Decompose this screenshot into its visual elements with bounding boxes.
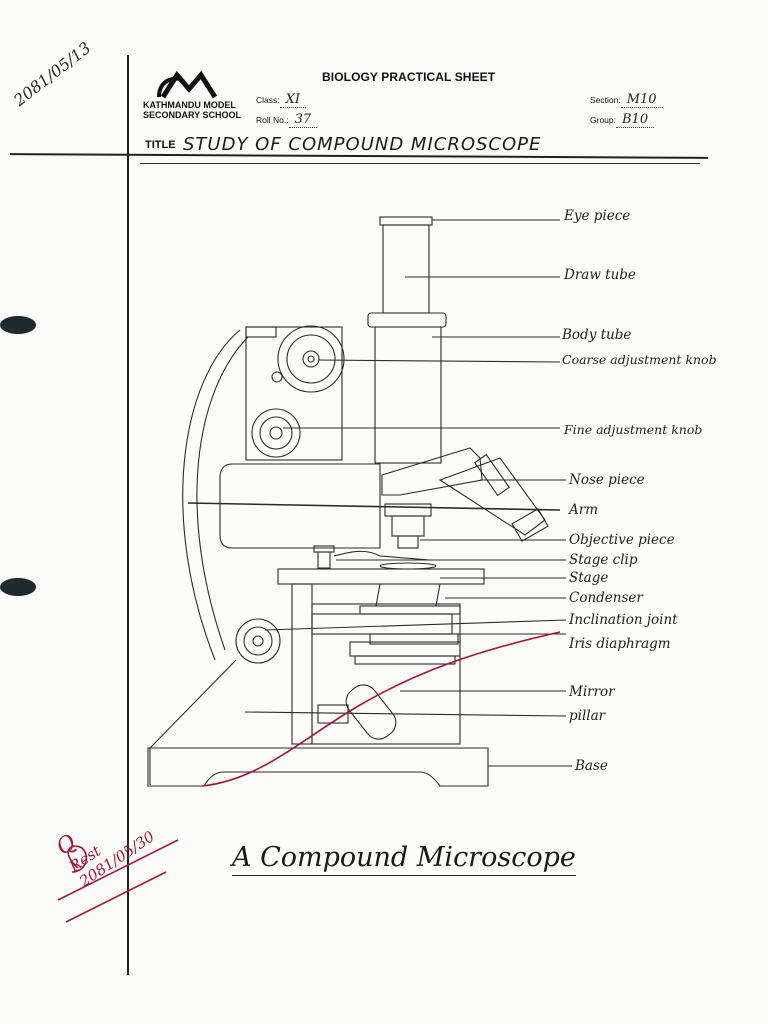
fine-knob-shape (251, 408, 301, 458)
roll-value: 37 (288, 112, 318, 128)
coarse-knob-shape (277, 325, 345, 393)
sheet-title: BIOLOGY PRACTICAL SHEET (322, 70, 496, 84)
label-nose-piece: Nose piece (569, 472, 645, 488)
label-objective-piece: Objective piece (569, 532, 675, 548)
class-field: Class:XI (256, 92, 307, 108)
title-label: TITLE (145, 139, 176, 151)
label-draw-tube: Draw tube (564, 267, 636, 283)
label-mirror: Mirror (569, 684, 615, 700)
label-stage: Stage (569, 570, 609, 586)
inclination-joint-shape (235, 618, 281, 664)
signature-scribble (57, 839, 179, 923)
arm-back-curve (182, 329, 241, 661)
label-body-tube: Body tube (562, 327, 632, 343)
base-shape (147, 747, 489, 787)
margin-line (127, 55, 129, 975)
label-arm: Arm (569, 502, 599, 518)
body-tube-shape (374, 326, 442, 464)
label-condenser: Condenser (569, 590, 643, 606)
school-logo-icon (157, 71, 218, 99)
class-value: XI (279, 92, 307, 108)
title-underline (140, 163, 700, 164)
label-coarse-knob: Coarse adjustment knob (562, 352, 717, 367)
eye-piece-shape (379, 216, 433, 226)
binder-hole-top (0, 316, 36, 334)
diagram-caption: A Compound Microscope (232, 842, 576, 876)
title-value: STUDY OF COMPOUND MICROSCOPE (183, 134, 542, 155)
red-ink-stroke (201, 631, 561, 787)
stage-shape (277, 568, 485, 585)
arm-block (219, 463, 381, 549)
school-name: KATHMANDU MODEL SECONDARY SCHOOL (143, 100, 242, 120)
section-field: Section:M10 (590, 92, 663, 108)
label-base: Base (575, 758, 608, 774)
draw-tube-shape (382, 224, 430, 314)
label-iris-diaphragm: Iris diaphragm (569, 636, 671, 652)
section-value: M10 (620, 92, 663, 108)
binder-hole-bottom (0, 578, 36, 596)
group-field: Group:B10 (590, 112, 655, 128)
mirror-shape (345, 684, 397, 740)
label-eye-piece: Eye piece (564, 208, 631, 224)
nose-piece-shape (381, 447, 483, 496)
label-stage-clip: Stage clip (569, 552, 638, 568)
label-inclination-joint: Inclination joint (569, 612, 678, 628)
condenser-shape (375, 583, 441, 607)
roll-field: Roll No.:37 (256, 112, 318, 128)
group-value: B10 (616, 112, 655, 128)
label-fine-knob: Fine adjustment knob (564, 422, 703, 437)
label-pillar: pillar (569, 708, 606, 724)
